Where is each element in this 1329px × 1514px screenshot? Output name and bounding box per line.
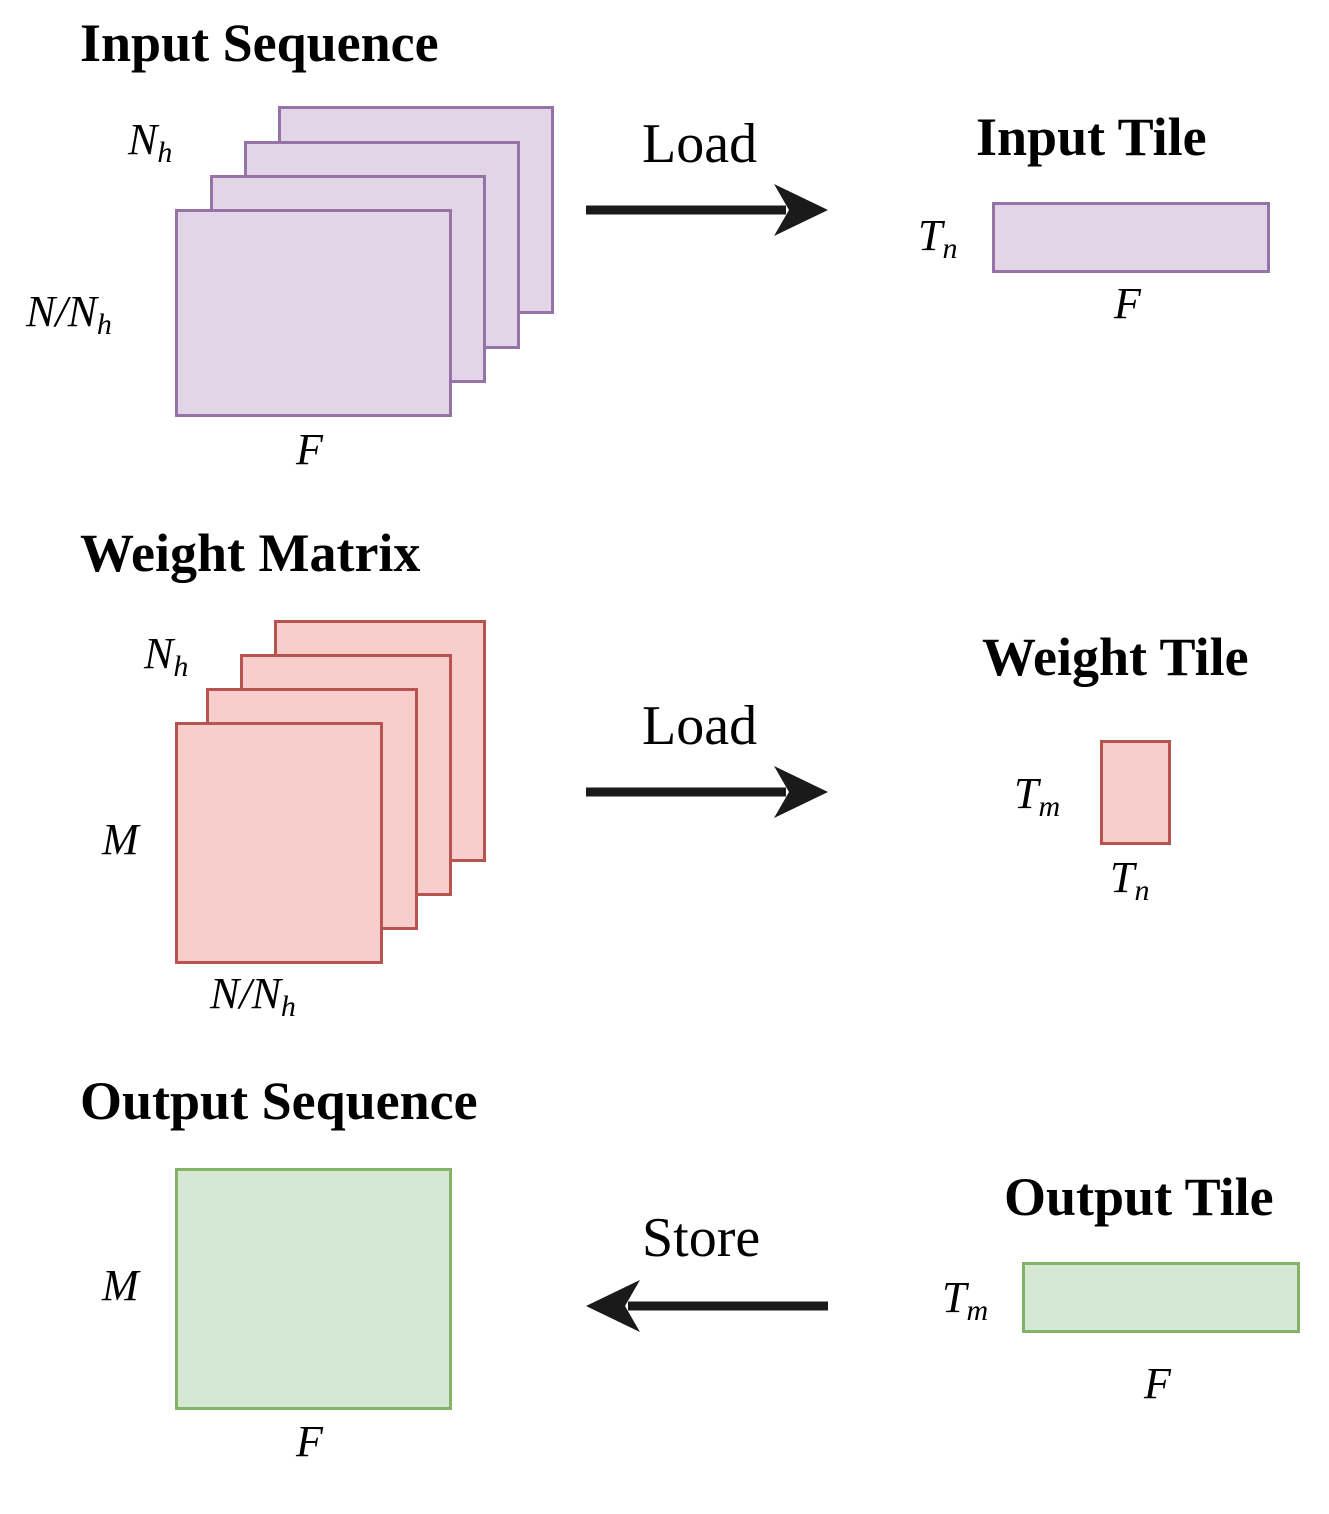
weight-tile-cols-label: Tn (1110, 853, 1150, 907)
input-load-label: Load (642, 113, 758, 175)
input-tile-rows-label: Tn (918, 211, 958, 265)
weight-rows-label: M (102, 815, 139, 864)
input-tile-cols-label: F (1114, 279, 1141, 328)
weight-tile-rows-label: Tm (1014, 769, 1061, 823)
output-sequence-title: Output Sequence (80, 1071, 478, 1131)
input-sequence-head-1 (175, 209, 452, 417)
weight-tile-title: Weight Tile (982, 627, 1249, 687)
weight-heads-label: Nh (144, 629, 189, 683)
output-tile-rows-label: Tm (942, 1273, 989, 1327)
weight-matrix-head-1 (175, 722, 383, 964)
input-tile-title: Input Tile (976, 107, 1207, 167)
output-tile (1022, 1262, 1300, 1333)
input-load-arrow (586, 184, 828, 236)
input-tile (992, 202, 1270, 273)
input-rows-label: N/Nh (26, 287, 112, 341)
output-rows-label: M (102, 1261, 139, 1310)
weight-load-arrow (586, 766, 828, 818)
weight-load-label: Load (642, 695, 758, 757)
weight-tile (1100, 740, 1171, 845)
input-heads-label: Nh (128, 115, 173, 169)
output-tile-cols-label: F (1144, 1359, 1171, 1408)
weight-matrix-title: Weight Matrix (80, 523, 421, 583)
weight-cols-label: N/Nh (210, 969, 296, 1023)
output-cols-label: F (296, 1417, 323, 1466)
output-store-arrow (586, 1280, 828, 1332)
output-store-label: Store (642, 1207, 761, 1269)
output-sequence (175, 1168, 452, 1410)
output-tile-title: Output Tile (1004, 1167, 1274, 1227)
input-sequence-title: Input Sequence (80, 13, 439, 73)
input-cols-label: F (296, 425, 323, 474)
